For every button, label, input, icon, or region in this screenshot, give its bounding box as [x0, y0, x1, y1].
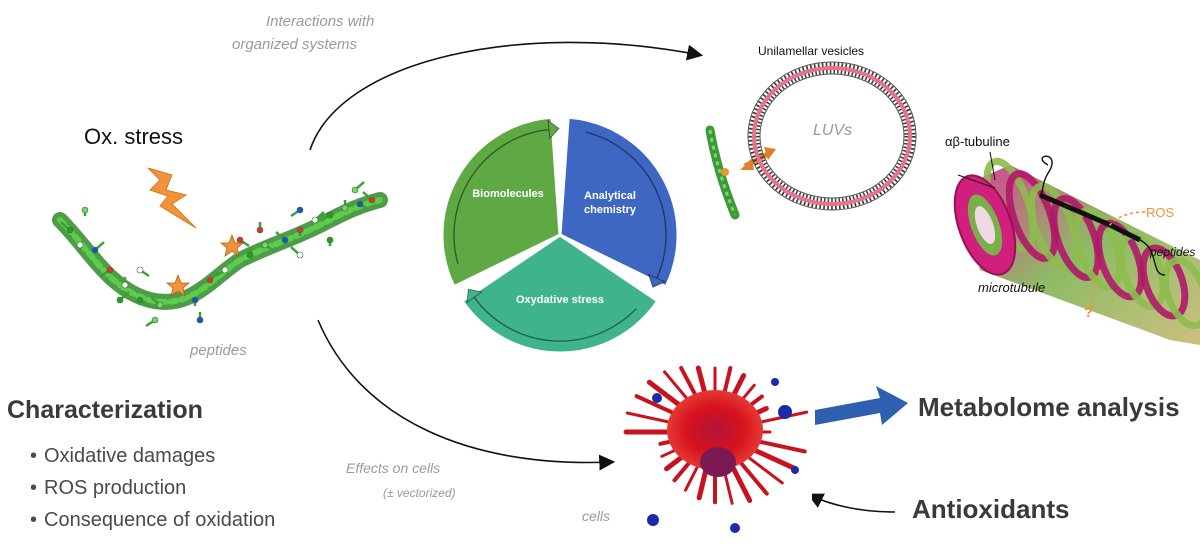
peptide-atom [368, 196, 376, 204]
characterization-list: •Oxidative damages •ROS production •Cons… [30, 440, 275, 536]
metabolome-label: Metabolome analysis [918, 392, 1180, 422]
cell-image [622, 365, 812, 550]
interaction-double-arrow [740, 147, 776, 170]
ox-stress-label: Ox. stress [84, 124, 184, 149]
interactions-label-line1: Interactions with [266, 13, 375, 30]
peptide-atom [91, 246, 99, 254]
peptide-atom [206, 276, 214, 284]
peptide-atom [191, 296, 199, 304]
peptide-atom [311, 216, 319, 224]
peptide-atom [116, 296, 124, 304]
peptide-atom [246, 251, 254, 259]
peptide-atom [106, 266, 114, 274]
peptide-atom [151, 316, 159, 324]
peptide-atom [121, 281, 129, 289]
peptide-atom [236, 236, 244, 244]
cycle-arrow-arc [453, 128, 549, 265]
cycle-arrowhead [647, 273, 667, 288]
peptide-atom [221, 266, 229, 274]
cells-label: cells [582, 508, 611, 524]
peptide-atom [326, 211, 334, 219]
research-cycle: Biomolecules Analytical chemistryOxydative… [440, 115, 680, 355]
luvs-label: LUVs [813, 122, 853, 139]
metabolome-arrow [815, 386, 908, 425]
microtubule-structure [953, 151, 1200, 345]
peptides-label: peptides [190, 342, 247, 359]
characterization-title: Characterization [7, 396, 203, 424]
peptide-atom [256, 226, 264, 234]
peptide-atom [196, 316, 204, 324]
cycle-arrow-arc [585, 131, 667, 279]
cycle-label: chemistry [584, 204, 637, 216]
peptide-atom [66, 226, 74, 234]
peptide-atom [296, 206, 304, 214]
peptide-atom [296, 251, 304, 259]
peptide-structure [52, 181, 388, 328]
peptide-atom [296, 226, 304, 234]
oxidation-site-star [219, 233, 245, 257]
list-item: •ROS production [30, 477, 187, 499]
lightning-bolt-icon [147, 167, 197, 229]
cycle-segment [440, 115, 562, 289]
interactions-label-line2: organized systems [232, 36, 358, 53]
peptide-atom [326, 236, 334, 244]
antioxidants-arrow [807, 493, 896, 513]
ros-label: ROS [1146, 205, 1175, 220]
question-mark: ? [1084, 304, 1094, 321]
interaction-arrow [309, 41, 704, 151]
mt-peptides-label: peptides [1150, 245, 1196, 259]
cycle-arrowhead [466, 288, 483, 304]
list-item: •Consequence of oxidation [30, 509, 276, 531]
peptide-atom [356, 200, 364, 208]
peptide-atom [76, 241, 84, 249]
effects-arrow [317, 319, 616, 471]
cycle-label: Biomolecules [472, 188, 544, 200]
peptide-atom [341, 204, 349, 212]
small-peptide-structure [705, 125, 740, 220]
vesicle-ring [747, 61, 917, 211]
peptide-atom [351, 186, 359, 194]
peptide-atom [136, 266, 144, 274]
effects-label-line2: (± vectorized) [383, 486, 456, 500]
cycle-segment [460, 233, 660, 355]
list-item: •Oxidative damages [30, 445, 216, 467]
vesicles-title: Unilamellar vesicles [758, 44, 865, 58]
tubuline-label: αβ-tubuline [945, 134, 1010, 149]
peptide-atom [261, 241, 269, 249]
oxidation-site-star [165, 273, 191, 297]
peptide-atom [136, 296, 144, 304]
microtubule-label: microtubule [978, 280, 1046, 295]
cycle-arrow-arc [473, 296, 637, 342]
cycle-segment [558, 115, 680, 289]
effects-label-line1: Effects on cells [346, 460, 441, 476]
cycle-label: Analytical [584, 190, 636, 202]
antioxidants-label: Antioxidants [912, 494, 1070, 524]
peptide-atom [156, 301, 164, 309]
peptide-atom [281, 236, 289, 244]
peptide-atom [81, 206, 89, 214]
cycle-label: Oxydative stress [516, 294, 604, 306]
cycle-arrowhead [547, 119, 560, 140]
microtubule-ring [1161, 256, 1200, 330]
